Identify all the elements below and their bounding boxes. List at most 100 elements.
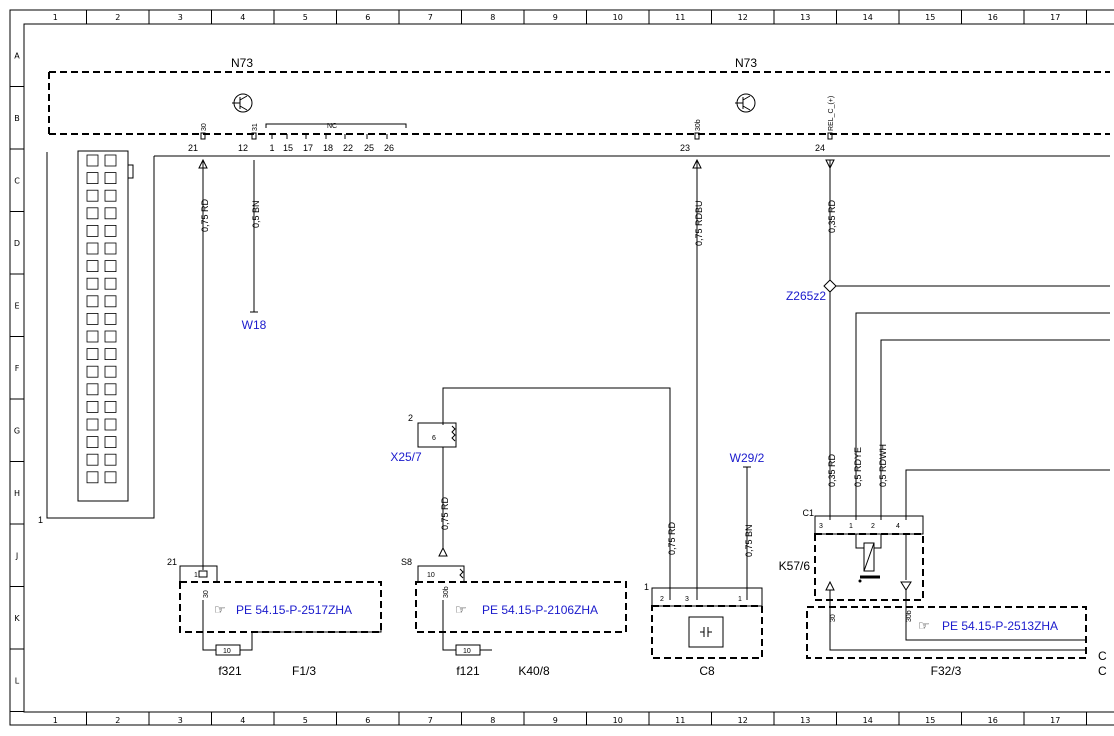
label-f32-3: F32/3 xyxy=(931,664,962,678)
c8-pin-1-label: 1 xyxy=(644,582,649,592)
grid-col-label-top: 1 xyxy=(53,13,58,22)
nc-pin-label: 26 xyxy=(384,143,394,153)
connector-cell xyxy=(86,207,99,220)
s8-pin-30b-label: 30b xyxy=(443,586,450,598)
connector-cell xyxy=(86,471,99,484)
connector-cell xyxy=(104,436,117,449)
ref-pe-2106[interactable]: PE 54.15-P-2106ZHA xyxy=(482,603,598,617)
ref-w29-2: W29/2 xyxy=(730,451,765,465)
x25-pin-6-label: 6 xyxy=(432,435,436,442)
wire-label-8: 0,35 RD xyxy=(827,453,837,487)
f32-pin-30-label: 30 xyxy=(830,614,837,622)
f32-pin-30b-label: 30b xyxy=(906,610,913,622)
connector-cell xyxy=(104,189,117,202)
grid-col-label-top: 5 xyxy=(303,13,308,22)
grid-col-label-top: 12 xyxy=(738,13,748,22)
ref-x25-7: X25/7 xyxy=(390,450,422,464)
label-c8: C8 xyxy=(699,664,715,678)
grid-col-label-top: 17 xyxy=(1050,13,1060,22)
ref-pe-2513[interactable]: PE 54.15-P-2513ZHA xyxy=(942,619,1058,633)
connector-cell xyxy=(104,224,117,237)
grid-row-label: D xyxy=(14,239,20,248)
grid-ruler: 1122334455667788991010111112121313141415… xyxy=(10,10,1087,725)
connector-cell xyxy=(86,418,99,431)
nc-pin-label: 1 xyxy=(269,143,274,153)
wire-label-2: 0,5 BN xyxy=(251,200,261,228)
ref-pe-2517[interactable]: PE 54.15-P-2517ZHA xyxy=(236,603,352,617)
connector-cell xyxy=(104,365,117,378)
edge-letter-c-bottom: C xyxy=(1098,664,1107,678)
label-c1: C1 xyxy=(802,508,814,518)
grid-col-label-bottom: 2 xyxy=(115,716,120,725)
ref-w18: W18 xyxy=(242,318,267,332)
grid-col-label-bottom: 11 xyxy=(675,716,685,725)
hand-pointer-icon: ☞ xyxy=(455,602,467,617)
connector-cell xyxy=(104,172,117,185)
connector-cell xyxy=(104,277,117,290)
ref-z265z2: Z265z2 xyxy=(786,289,826,303)
connector-cell xyxy=(86,312,99,325)
c1-pin-1-label: 1 xyxy=(849,523,853,530)
pin-24-label: 24 xyxy=(815,143,825,153)
hand-pointer-icon: ☞ xyxy=(918,618,930,633)
grid-col-label-bottom: 7 xyxy=(428,716,433,725)
connector-cells xyxy=(86,154,117,484)
wire-x25-c8 xyxy=(442,387,671,600)
pin-31-label: 31 xyxy=(252,123,259,131)
grid-row-label: F xyxy=(15,364,20,373)
f13-pin-1-label: 1 xyxy=(194,572,198,579)
nc-pin-label: 22 xyxy=(343,143,353,153)
grid-col-label-bottom: 8 xyxy=(490,716,495,725)
connector-cell xyxy=(104,312,117,325)
nc-pin-label: 15 xyxy=(283,143,293,153)
connector-cell xyxy=(86,242,99,255)
f32-3-box xyxy=(806,606,1087,659)
grid-col-label-top: 6 xyxy=(365,13,370,22)
transistor-icon xyxy=(232,93,253,113)
connector-cell xyxy=(104,242,117,255)
pin-21-label: 21 xyxy=(188,143,198,153)
connector-block xyxy=(77,150,129,502)
grid-row-label: A xyxy=(14,51,20,60)
grid-row-label: K xyxy=(14,614,20,623)
c8-pin-2-label: 2 xyxy=(660,596,664,603)
connector-cell xyxy=(86,383,99,396)
connector-cell xyxy=(104,154,117,167)
fuse-f121-rating: 10 xyxy=(463,648,471,655)
k57-6-box xyxy=(814,533,924,601)
connector-cell xyxy=(104,383,117,396)
transistor-icon xyxy=(735,93,756,113)
pin-23-label: 23 xyxy=(680,143,690,153)
connector-cell xyxy=(86,295,99,308)
x25-7-connector xyxy=(417,422,457,448)
nc-label: NC xyxy=(327,123,337,130)
arrow-down-icon xyxy=(900,581,912,591)
grid-col-label-bottom: 17 xyxy=(1050,716,1060,725)
wire-rdye xyxy=(855,312,1110,520)
grid-col-label-top: 13 xyxy=(800,13,810,22)
connector-cell xyxy=(86,348,99,361)
pin-rel-c-label: REL_C_(+) xyxy=(828,96,835,131)
grid-col-label-bottom: 1 xyxy=(53,716,58,725)
grid-col-label-bottom: 16 xyxy=(988,716,998,725)
nc-pin-label: 18 xyxy=(323,143,333,153)
connector-cell xyxy=(86,330,99,343)
grid-col-label-top: 3 xyxy=(178,13,183,22)
grid-col-label-top: 8 xyxy=(490,13,495,22)
label-f121: f121 xyxy=(456,664,480,678)
x25-pin-2-label: 2 xyxy=(408,413,413,423)
connector-cell xyxy=(104,453,117,466)
connector-cell xyxy=(86,172,99,185)
grid-row-label: L xyxy=(15,676,20,685)
label-f1-3: F1/3 xyxy=(292,664,316,678)
grid-row-label: C xyxy=(14,176,20,185)
capacitor-box xyxy=(688,616,724,648)
f1-3-box xyxy=(179,581,382,633)
wire-label-4: 0,35 RD xyxy=(827,199,837,233)
arrow-up-icon xyxy=(825,580,835,591)
edge-letter-c-top: C xyxy=(1098,649,1107,663)
grid-col-label-bottom: 13 xyxy=(800,716,810,725)
connector-cell xyxy=(104,260,117,273)
